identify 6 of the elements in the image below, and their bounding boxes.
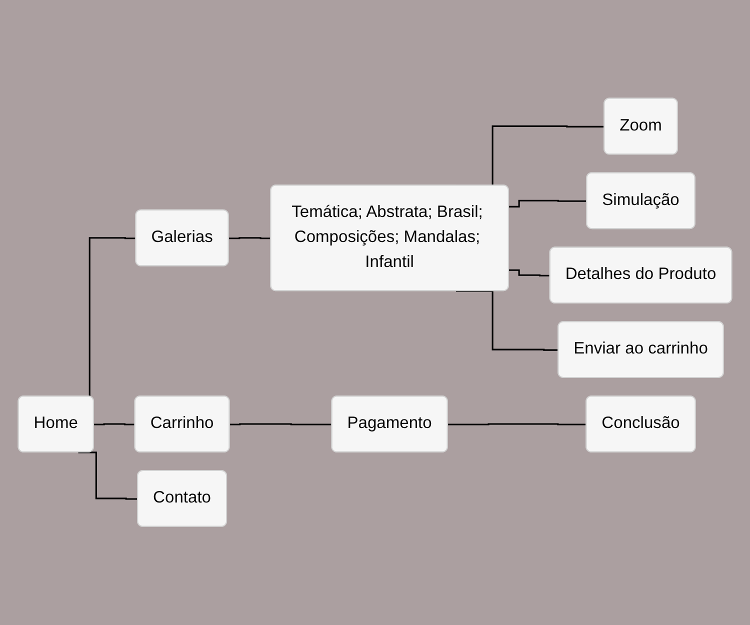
connector [509, 200, 588, 208]
connector [448, 423, 587, 426]
connector [230, 423, 332, 426]
connector [509, 270, 550, 277]
connector [228, 237, 272, 240]
connector [94, 423, 136, 426]
